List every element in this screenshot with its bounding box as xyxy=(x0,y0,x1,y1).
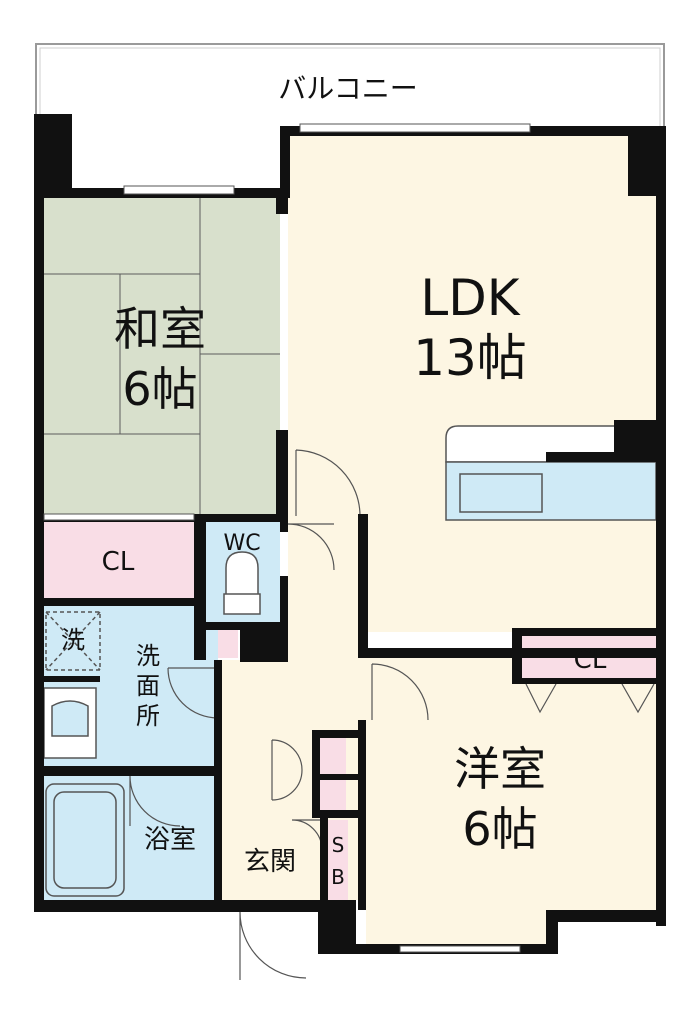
closet-washitsu-area xyxy=(42,522,194,598)
youshitsu-size: 6帖 xyxy=(462,802,537,856)
youshitsu-area xyxy=(366,650,660,944)
door-ldk xyxy=(295,449,361,517)
door-youshitsu xyxy=(371,663,429,721)
window-youshitsu xyxy=(399,945,521,953)
walls xyxy=(34,114,666,954)
room-fills xyxy=(42,134,660,944)
tatami-lines xyxy=(42,196,280,514)
closet-youshitsu-label: CL xyxy=(574,645,607,675)
ldk-name: LDK xyxy=(420,269,520,327)
storage-1 xyxy=(318,738,346,774)
doors xyxy=(129,449,655,980)
kitchen-sink xyxy=(459,473,543,513)
laundry-label: 洗 xyxy=(61,626,85,654)
washitsu-size: 6帖 xyxy=(122,362,197,416)
fixtures xyxy=(43,551,261,897)
window-closet xyxy=(43,513,195,521)
window-washitsu xyxy=(123,185,235,195)
washroom-label-2: 面 xyxy=(136,672,160,700)
shoe-box-label-1: S xyxy=(332,833,345,857)
door-bathroom xyxy=(129,775,181,827)
ldk-size: 13帖 xyxy=(413,329,527,387)
closet-washitsu-label: CL xyxy=(102,547,135,577)
youshitsu-name: 洋室 xyxy=(454,742,546,796)
shoe-box-area xyxy=(328,820,348,900)
entrance-label: 玄関 xyxy=(244,847,296,877)
bathroom-label: 浴室 xyxy=(144,825,196,855)
door-storage xyxy=(271,739,303,801)
balcony-label: バルコニー xyxy=(278,72,417,105)
washitsu-area xyxy=(42,196,280,514)
toilet-label: WC xyxy=(223,531,260,556)
shoe-box-label-2: B xyxy=(331,865,345,889)
balcony: バルコニー xyxy=(35,43,665,126)
door-washroom xyxy=(167,667,219,719)
room-labels: 和室 6帖 LDK 13帖 洋室 6帖 CL CL WC 洗 洗 面 所 浴室 … xyxy=(61,269,607,889)
windows xyxy=(43,123,531,953)
door-entrance xyxy=(239,911,307,980)
washitsu-name: 和室 xyxy=(114,302,206,356)
washroom-label-1: 洗 xyxy=(136,642,160,670)
door-toilet xyxy=(287,523,335,571)
storage-2 xyxy=(318,780,346,810)
washroom-label-3: 所 xyxy=(136,702,160,730)
closet-doors xyxy=(525,683,655,714)
window-ldk xyxy=(299,123,531,133)
